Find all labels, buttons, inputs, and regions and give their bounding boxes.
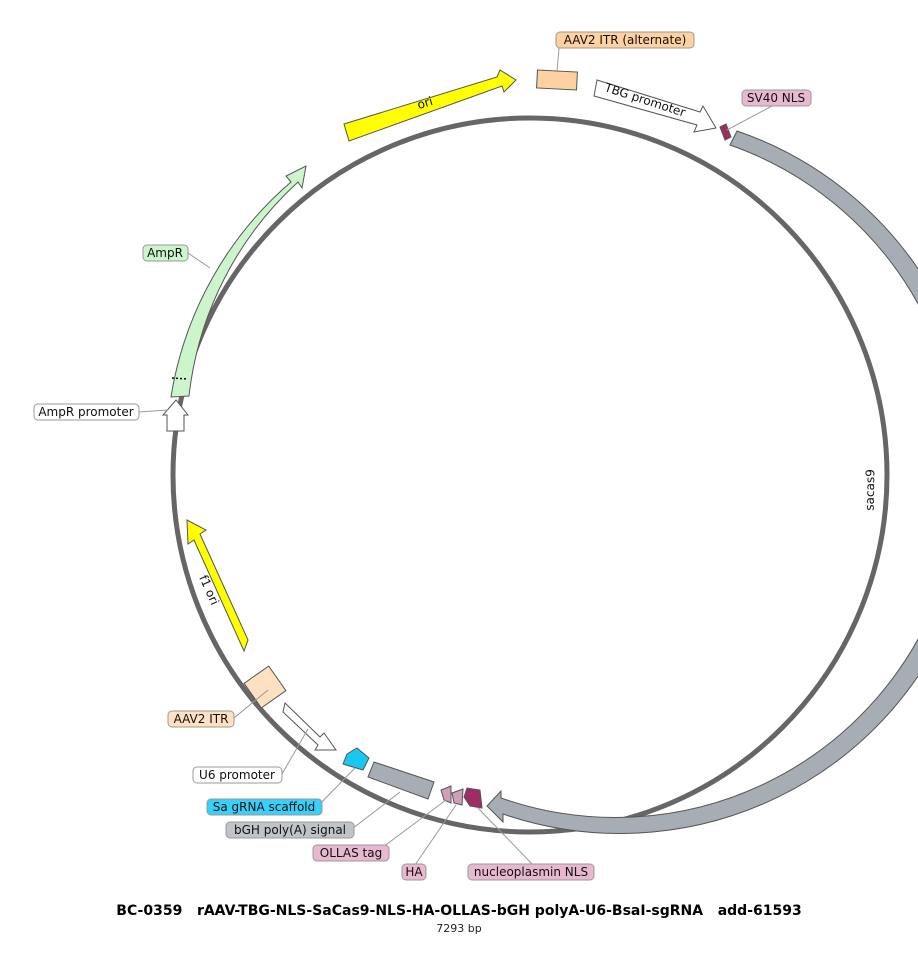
label-ollas-tag[interactable]: OLLAS tag (312, 844, 390, 862)
plasmid-title: BC-0359 rAAV-TBG-NLS-SaCas9-NLS-HA-OLLAS… (116, 903, 802, 919)
label-nucleoplasmin-nls[interactable]: nucleoplasmin NLS (467, 863, 595, 881)
feature-ampr-promoter[interactable] (161, 399, 190, 432)
svg-text:AAV2 ITR (alternate): AAV2 ITR (alternate) (564, 33, 687, 47)
feature-aav2-itr-alt[interactable] (536, 69, 578, 91)
label-ampr-promoter[interactable]: AmpR promoter (33, 403, 140, 421)
label-bgh-polya[interactable]: bGH poly(A) signal (225, 821, 355, 839)
label-ampr[interactable]: AmpR (142, 244, 189, 262)
feature-aav2-itr[interactable] (243, 665, 287, 709)
label-u6-promoter[interactable]: U6 promoter (192, 766, 283, 784)
feature-ori[interactable] (343, 69, 517, 142)
label-sv40-nls[interactable]: SV40 NLS (741, 89, 812, 107)
label-sa-grna-scaffold[interactable]: Sa gRNA scaffold (206, 798, 323, 816)
feature-sa-grna-scaffold[interactable] (342, 747, 370, 771)
feature-tbg-promoter[interactable] (593, 79, 717, 133)
feature-sacas9[interactable] (486, 130, 918, 834)
svg-text:nucleoplasmin NLS: nucleoplasmin NLS (474, 865, 588, 879)
feature-label-ori: ori (415, 94, 434, 112)
label-ha[interactable]: HA (401, 863, 427, 881)
leader-lines (138, 47, 773, 866)
plasmid-length: 7293 bp (436, 922, 482, 935)
feature-f1-ori[interactable] (186, 519, 249, 653)
feature-bgh-polya[interactable] (367, 761, 435, 800)
label-aav2-itr-alt[interactable]: AAV2 ITR (alternate) (555, 31, 695, 49)
svg-text:OLLAS tag: OLLAS tag (320, 846, 382, 860)
feature-ollas-tag[interactable] (440, 785, 452, 804)
backbone-circle (170, 115, 890, 835)
feature-ha[interactable] (451, 788, 464, 806)
feature-u6-promoter[interactable] (282, 702, 337, 751)
svg-text:AAV2 ITR: AAV2 ITR (174, 712, 229, 726)
ampr-dotted-mark (171, 377, 189, 380)
svg-text:SV40 NLS: SV40 NLS (747, 91, 805, 105)
svg-text:AmpR: AmpR (147, 246, 183, 260)
svg-text:AmpR promoter: AmpR promoter (38, 405, 133, 419)
feature-sv40-nls[interactable] (719, 123, 732, 141)
label-aav2-itr[interactable]: AAV2 ITR (167, 710, 235, 728)
svg-text:Sa gRNA scaffold: Sa gRNA scaffold (213, 800, 316, 814)
feature-nucleoplasmin-nls[interactable] (463, 787, 483, 809)
svg-text:bGH poly(A) signal: bGH poly(A) signal (234, 823, 346, 837)
svg-text:U6 promoter: U6 promoter (199, 768, 275, 782)
svg-text:HA: HA (405, 865, 423, 879)
feature-ampr[interactable] (170, 165, 307, 398)
feature-label-sacas9: sacas9 (863, 469, 878, 511)
